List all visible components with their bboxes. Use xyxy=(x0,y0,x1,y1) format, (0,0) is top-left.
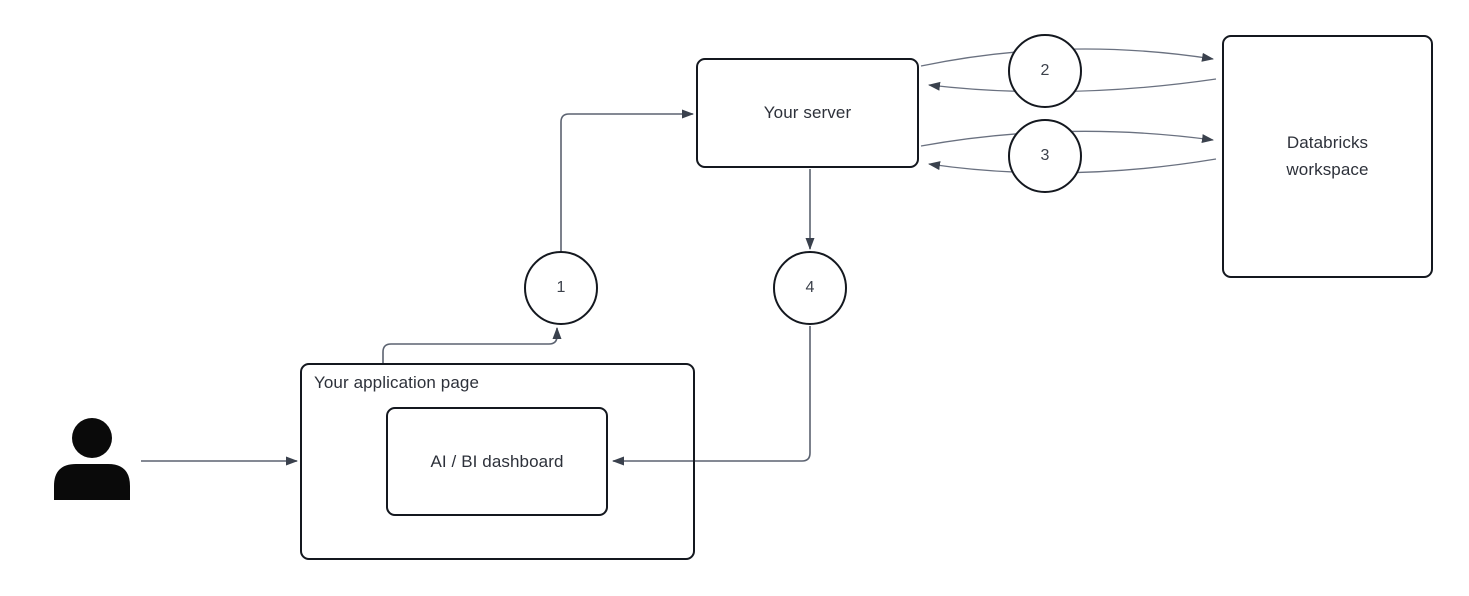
dashboard-label: AI / BI dashboard xyxy=(430,451,564,471)
edge-step1-to-server xyxy=(560,109,694,251)
step-circle-4: 4 xyxy=(773,251,847,325)
node-databricks-workspace: Databricks workspace xyxy=(1222,35,1433,278)
application-page-label: Your application page xyxy=(314,373,479,392)
step-circle-1: 1 xyxy=(524,251,598,325)
step-number-1: 1 xyxy=(556,279,566,296)
step-number-3: 3 xyxy=(1040,147,1050,164)
edge-application-page-to-step1 xyxy=(382,327,562,363)
person-icon xyxy=(54,418,130,500)
node-application-page: Your application page AI / BI dashboard xyxy=(300,363,695,560)
step-number-4: 4 xyxy=(805,279,815,296)
step-circle-3: 3 xyxy=(1008,119,1082,193)
databricks-label: Databricks workspace xyxy=(1286,133,1369,179)
node-ai-bi-dashboard: AI / BI dashboard xyxy=(386,407,608,516)
server-label: Your server xyxy=(763,103,852,122)
step-number-2: 2 xyxy=(1040,62,1050,79)
step-circle-2: 2 xyxy=(1008,34,1082,108)
node-your-server: Your server xyxy=(696,58,919,168)
